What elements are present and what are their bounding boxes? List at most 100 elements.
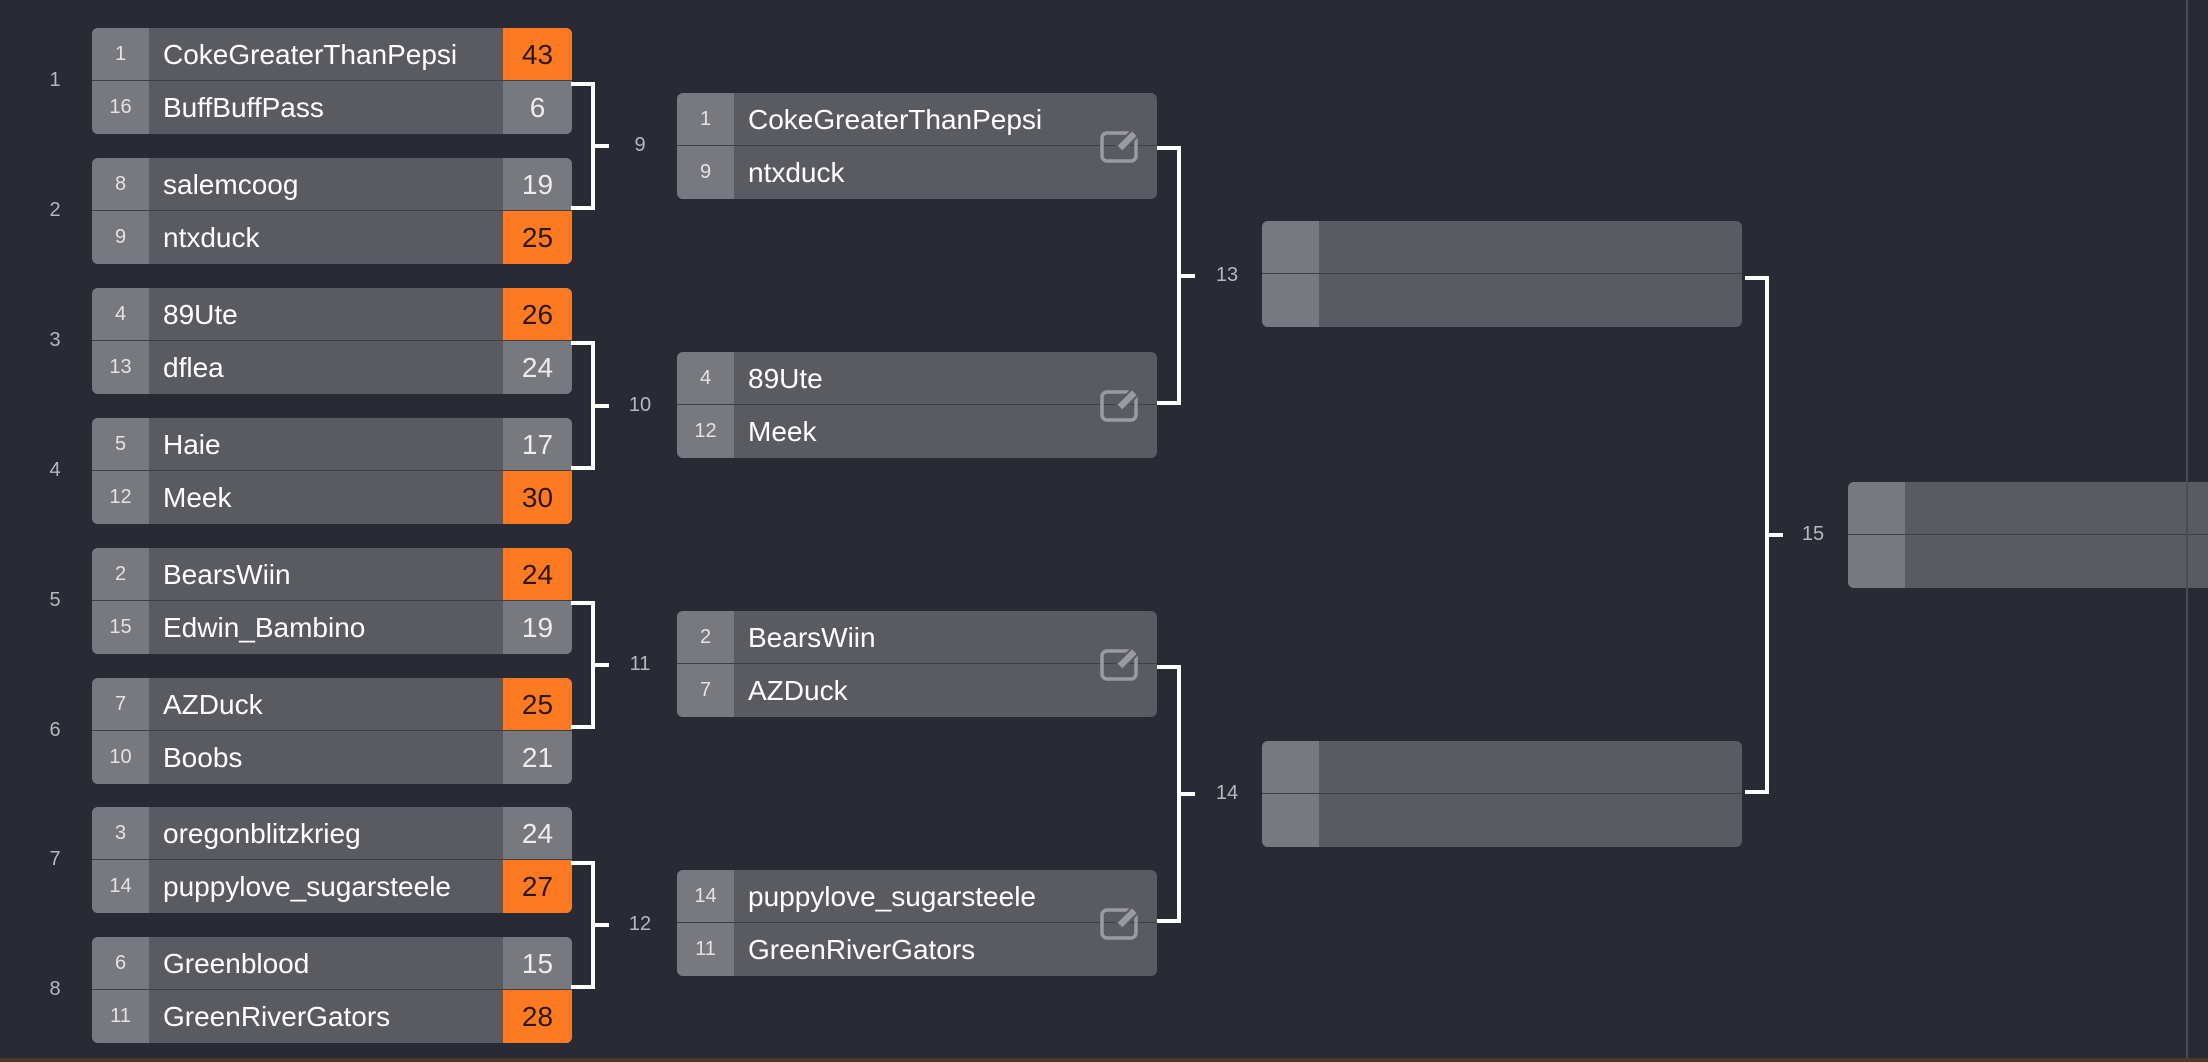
team-name: Meek <box>163 481 232 513</box>
team-slot[interactable]: 7 AZDuck 25 <box>92 678 572 732</box>
team-name: puppylove_sugarsteele <box>163 870 451 902</box>
seed-number: 2 <box>92 548 149 601</box>
score: 15 <box>503 937 572 990</box>
team-name: 89Ute <box>163 298 238 330</box>
team-name: BearsWiin <box>748 621 876 653</box>
connector-stub <box>1181 273 1195 278</box>
seed-number: 7 <box>92 678 149 731</box>
matchup-number: 2 <box>49 199 61 221</box>
team-slot[interactable]: 2 BearsWiin <box>677 611 1157 665</box>
team-slot[interactable]: 12 Meek 30 <box>92 471 572 524</box>
team-slot[interactable]: 6 Greenblood 15 <box>92 937 572 991</box>
scroll-edge-divider <box>2186 0 2188 1058</box>
seed-number: 8 <box>92 158 149 211</box>
bottom-edge-bar <box>0 1058 2208 1062</box>
team-slot[interactable] <box>1262 221 1742 275</box>
matchup-number: 7 <box>49 848 61 870</box>
seed-number: 12 <box>92 471 149 524</box>
seed-number: 1 <box>92 28 149 81</box>
seed-number: 10 <box>92 731 149 784</box>
team-slot[interactable]: 9 ntxduck <box>677 146 1157 199</box>
winning-score: 28 <box>503 990 572 1043</box>
team-name: ntxduck <box>163 221 260 253</box>
team-name: GreenRiverGators <box>163 1000 391 1032</box>
matchup-number: 6 <box>49 719 61 741</box>
bracket-connector <box>1745 276 1769 794</box>
matchup-number: 8 <box>49 978 61 1000</box>
seed-number: 15 <box>92 601 149 654</box>
game-number: 11 <box>629 653 651 675</box>
team-slot[interactable] <box>1262 794 1742 847</box>
edit-icon[interactable] <box>1099 903 1143 943</box>
seed-number: 14 <box>92 860 149 913</box>
winning-score: 25 <box>503 678 572 731</box>
bracket-connector <box>1157 665 1181 923</box>
team-name: BuffBuffPass <box>163 91 324 123</box>
seed-number: 11 <box>92 990 149 1043</box>
bracket-connector <box>571 82 595 210</box>
team-slot[interactable] <box>1848 482 2208 536</box>
seed-number: 4 <box>677 352 734 405</box>
connector-stub <box>595 144 609 148</box>
seed-number <box>1262 274 1319 327</box>
team-name: salemcoog <box>163 168 299 200</box>
score: 21 <box>503 731 572 784</box>
seed-number <box>1262 741 1319 794</box>
team-name: CokeGreaterThanPepsi <box>163 38 458 70</box>
matchup-number: 5 <box>49 589 61 611</box>
matchup <box>1848 482 2208 588</box>
game-number: 12 <box>628 913 652 935</box>
matchup <box>1262 221 1742 327</box>
team-slot[interactable] <box>1848 535 2208 588</box>
seed-number: 2 <box>677 611 734 664</box>
team-slot[interactable] <box>1262 741 1742 795</box>
team-name: Meek <box>748 415 817 447</box>
team-name: Greenblood <box>163 947 310 979</box>
winning-score: 30 <box>503 471 572 524</box>
edit-icon[interactable] <box>1099 385 1143 425</box>
team-slot[interactable]: 11 GreenRiverGators 28 <box>92 990 572 1043</box>
team-name: BearsWiin <box>163 558 291 590</box>
seed-number: 4 <box>92 288 149 341</box>
seed-number: 9 <box>677 146 734 199</box>
seed-number: 6 <box>92 937 149 990</box>
team-name: dflea <box>163 351 224 383</box>
seed-number: 5 <box>92 418 149 471</box>
team-name: ntxduck <box>748 156 845 188</box>
connector-stub <box>1769 533 1783 537</box>
edit-icon[interactable] <box>1099 126 1143 166</box>
seed-number: 13 <box>92 341 149 394</box>
seed-number: 7 <box>677 664 734 717</box>
team-slot[interactable] <box>1262 274 1742 327</box>
edit-icon[interactable] <box>1099 644 1143 684</box>
team-name: AZDuck <box>163 688 263 720</box>
seed-number: 1 <box>677 93 734 146</box>
team-name: puppylove_sugarsteele <box>748 880 1036 912</box>
